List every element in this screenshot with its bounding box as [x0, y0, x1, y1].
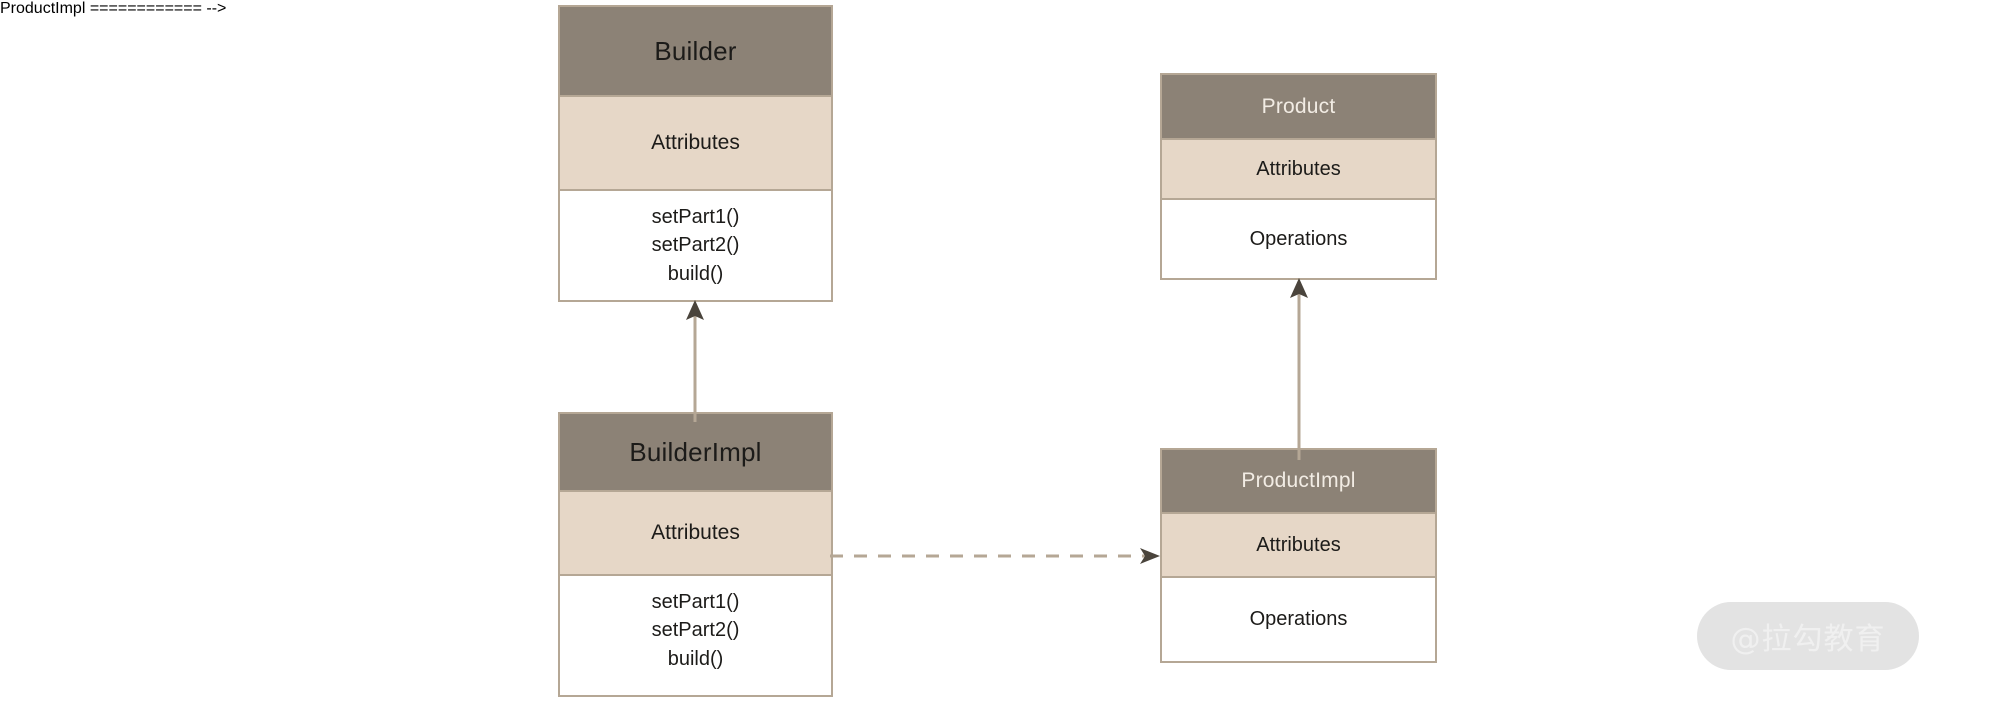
class-operations-productimpl: Operations — [1162, 578, 1435, 661]
operations-list-productimpl: Operations — [1249, 608, 1348, 631]
connector-product-inheritance[interactable] — [1240, 270, 1360, 460]
connector-builder-inheritance[interactable] — [640, 292, 760, 422]
dependency-arrowhead-icon — [1140, 548, 1160, 564]
inheritance-arrowhead-icon — [686, 300, 704, 320]
uml-class-productimpl[interactable]: ProductImpl Attributes Operations — [1160, 448, 1437, 663]
class-title-productimpl: ProductImpl — [1162, 450, 1435, 514]
watermark-badge: @拉勾教育 — [1697, 602, 1919, 670]
class-operations-builderimpl: setPart1() setPart2() build() — [560, 576, 831, 695]
class-attributes-product: Attributes — [1162, 140, 1435, 200]
uml-class-builderimpl[interactable]: BuilderImpl Attributes setPart1() setPar… — [558, 412, 833, 697]
uml-class-product[interactable]: Product Attributes Operations — [1160, 73, 1437, 280]
connector-impl-dependency[interactable] — [828, 535, 1168, 577]
class-title-builderimpl: BuilderImpl — [560, 414, 831, 492]
uml-class-builder[interactable]: Builder Attributes setPart1() setPart2()… — [558, 5, 833, 302]
class-operations-builder: setPart1() setPart2() build() — [560, 191, 831, 300]
inheritance-arrowhead-icon — [1290, 278, 1308, 298]
class-title-product: Product — [1162, 75, 1435, 140]
watermark-text: @拉勾教育 — [1730, 622, 1886, 657]
class-attributes-builder: Attributes — [560, 97, 831, 191]
operations-list-builder: setPart1() setPart2() build() — [651, 206, 740, 285]
operations-list-product: Operations — [1249, 227, 1348, 250]
class-attributes-builderimpl: Attributes — [560, 492, 831, 576]
class-attributes-productimpl: Attributes — [1162, 514, 1435, 578]
class-title-builder: Builder — [560, 7, 831, 97]
class-operations-product: Operations — [1162, 200, 1435, 278]
operations-list-builderimpl: setPart1() setPart2() build() — [651, 591, 740, 670]
